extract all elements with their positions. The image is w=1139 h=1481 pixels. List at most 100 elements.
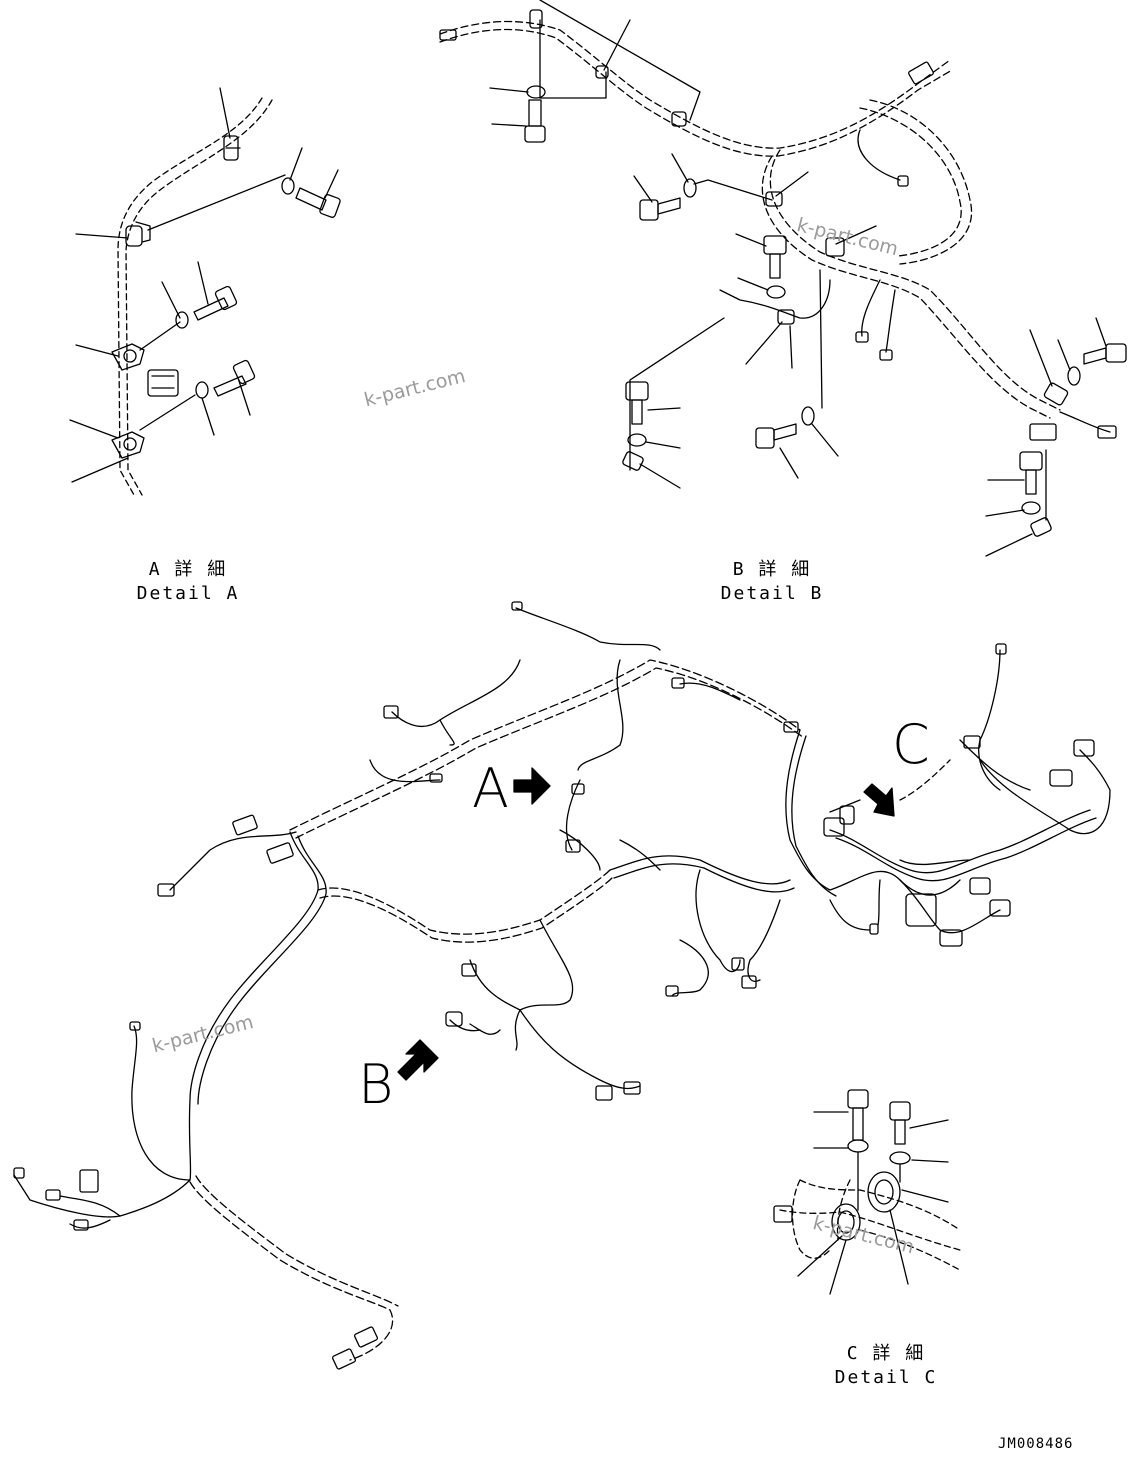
harness-line	[769, 149, 1061, 411]
harness-line	[489, 87, 529, 93]
clamp	[1043, 382, 1069, 406]
washer	[195, 381, 209, 399]
detail-c-caption-jp: C 詳 細	[846, 1343, 926, 1364]
harness-line	[737, 277, 769, 291]
harness-line	[188, 831, 319, 1181]
harness-line	[491, 123, 527, 127]
harness-line	[693, 179, 773, 201]
harness-line	[869, 99, 973, 265]
detail-b-caption-jp: B 詳 細	[732, 559, 812, 580]
grommet	[867, 1171, 901, 1213]
harness-line	[75, 344, 119, 357]
harness-line	[439, 20, 951, 149]
detail-b-caption-en: Detail B	[720, 583, 824, 604]
harness-line	[577, 744, 621, 771]
harness-line	[609, 855, 791, 885]
harness-line	[195, 1175, 399, 1307]
connector	[989, 899, 1011, 917]
harness-line	[747, 899, 781, 982]
bolt	[625, 381, 649, 425]
harness-line	[985, 509, 1025, 517]
harness-line	[197, 835, 327, 1105]
harness-line	[528, 99, 542, 127]
connector	[897, 175, 909, 187]
harness-line	[899, 759, 951, 801]
clamp	[671, 111, 687, 127]
harness-line	[1059, 411, 1111, 433]
connector	[461, 963, 477, 977]
view-letter-a: A	[472, 757, 509, 820]
harness-line	[1029, 329, 1053, 387]
connector	[1097, 425, 1117, 439]
connector	[1105, 343, 1127, 363]
clamp	[622, 451, 644, 471]
arrow-a-icon	[513, 767, 551, 805]
harness-line	[629, 317, 725, 471]
detail-c-caption-en: Detail C	[834, 1367, 938, 1388]
harness-line	[633, 175, 653, 203]
harness-line	[791, 1179, 831, 1259]
harness-line	[449, 1019, 481, 1032]
connector	[623, 1081, 641, 1095]
connector	[763, 235, 787, 255]
harness-line	[201, 397, 215, 436]
harness-line	[151, 375, 175, 389]
harness-line	[811, 423, 839, 457]
view-letter-c: C	[892, 713, 930, 776]
bolt	[755, 423, 797, 449]
harness-line	[324, 169, 339, 199]
harness-line	[791, 735, 837, 897]
connector	[1049, 769, 1073, 787]
harness-line	[909, 1119, 949, 1129]
connector	[129, 1021, 141, 1031]
bolt	[1083, 343, 1127, 365]
harness-line	[616, 659, 624, 746]
connector	[429, 773, 443, 783]
connector	[571, 783, 585, 795]
harness-line	[835, 817, 1097, 882]
arrow-b-icon	[397, 1039, 439, 1081]
harness-line	[295, 187, 327, 211]
washer	[526, 85, 546, 99]
washer	[889, 1151, 911, 1165]
harness-line	[761, 155, 1051, 419]
harness-line	[901, 1189, 949, 1203]
washer	[627, 433, 647, 447]
harness-line	[59, 1195, 121, 1217]
connector	[639, 199, 659, 221]
clamp	[1030, 517, 1052, 537]
harness-line	[139, 321, 181, 351]
harness-line	[779, 1209, 961, 1251]
harness-line	[135, 221, 151, 243]
fitting	[867, 1171, 901, 1213]
harness-line	[71, 457, 129, 483]
washer	[766, 285, 786, 299]
harness-line	[797, 1235, 843, 1277]
harness-line	[631, 399, 643, 425]
washer	[1021, 501, 1041, 515]
connector	[731, 957, 745, 971]
connector	[353, 1326, 379, 1348]
harness-line	[237, 377, 251, 416]
harness-line	[1057, 339, 1071, 371]
harness-line	[565, 779, 581, 851]
washer	[281, 177, 295, 195]
harness-line	[213, 375, 247, 397]
harness-line	[835, 225, 877, 245]
harness-line	[603, 19, 631, 71]
connector	[511, 601, 523, 611]
harness-line	[852, 1107, 864, 1141]
drawing-code: JM008486	[998, 1436, 1074, 1452]
harness-line	[539, 19, 607, 99]
connector	[879, 349, 893, 361]
harness-line	[514, 1009, 521, 1051]
connector	[439, 29, 457, 41]
connector	[1019, 451, 1043, 471]
harness-line	[894, 1119, 906, 1145]
harness-line	[1095, 317, 1107, 347]
harness-line	[469, 1023, 501, 1035]
connector	[969, 877, 991, 895]
view-letter-b: B	[358, 1053, 394, 1116]
harness-line	[369, 759, 441, 783]
